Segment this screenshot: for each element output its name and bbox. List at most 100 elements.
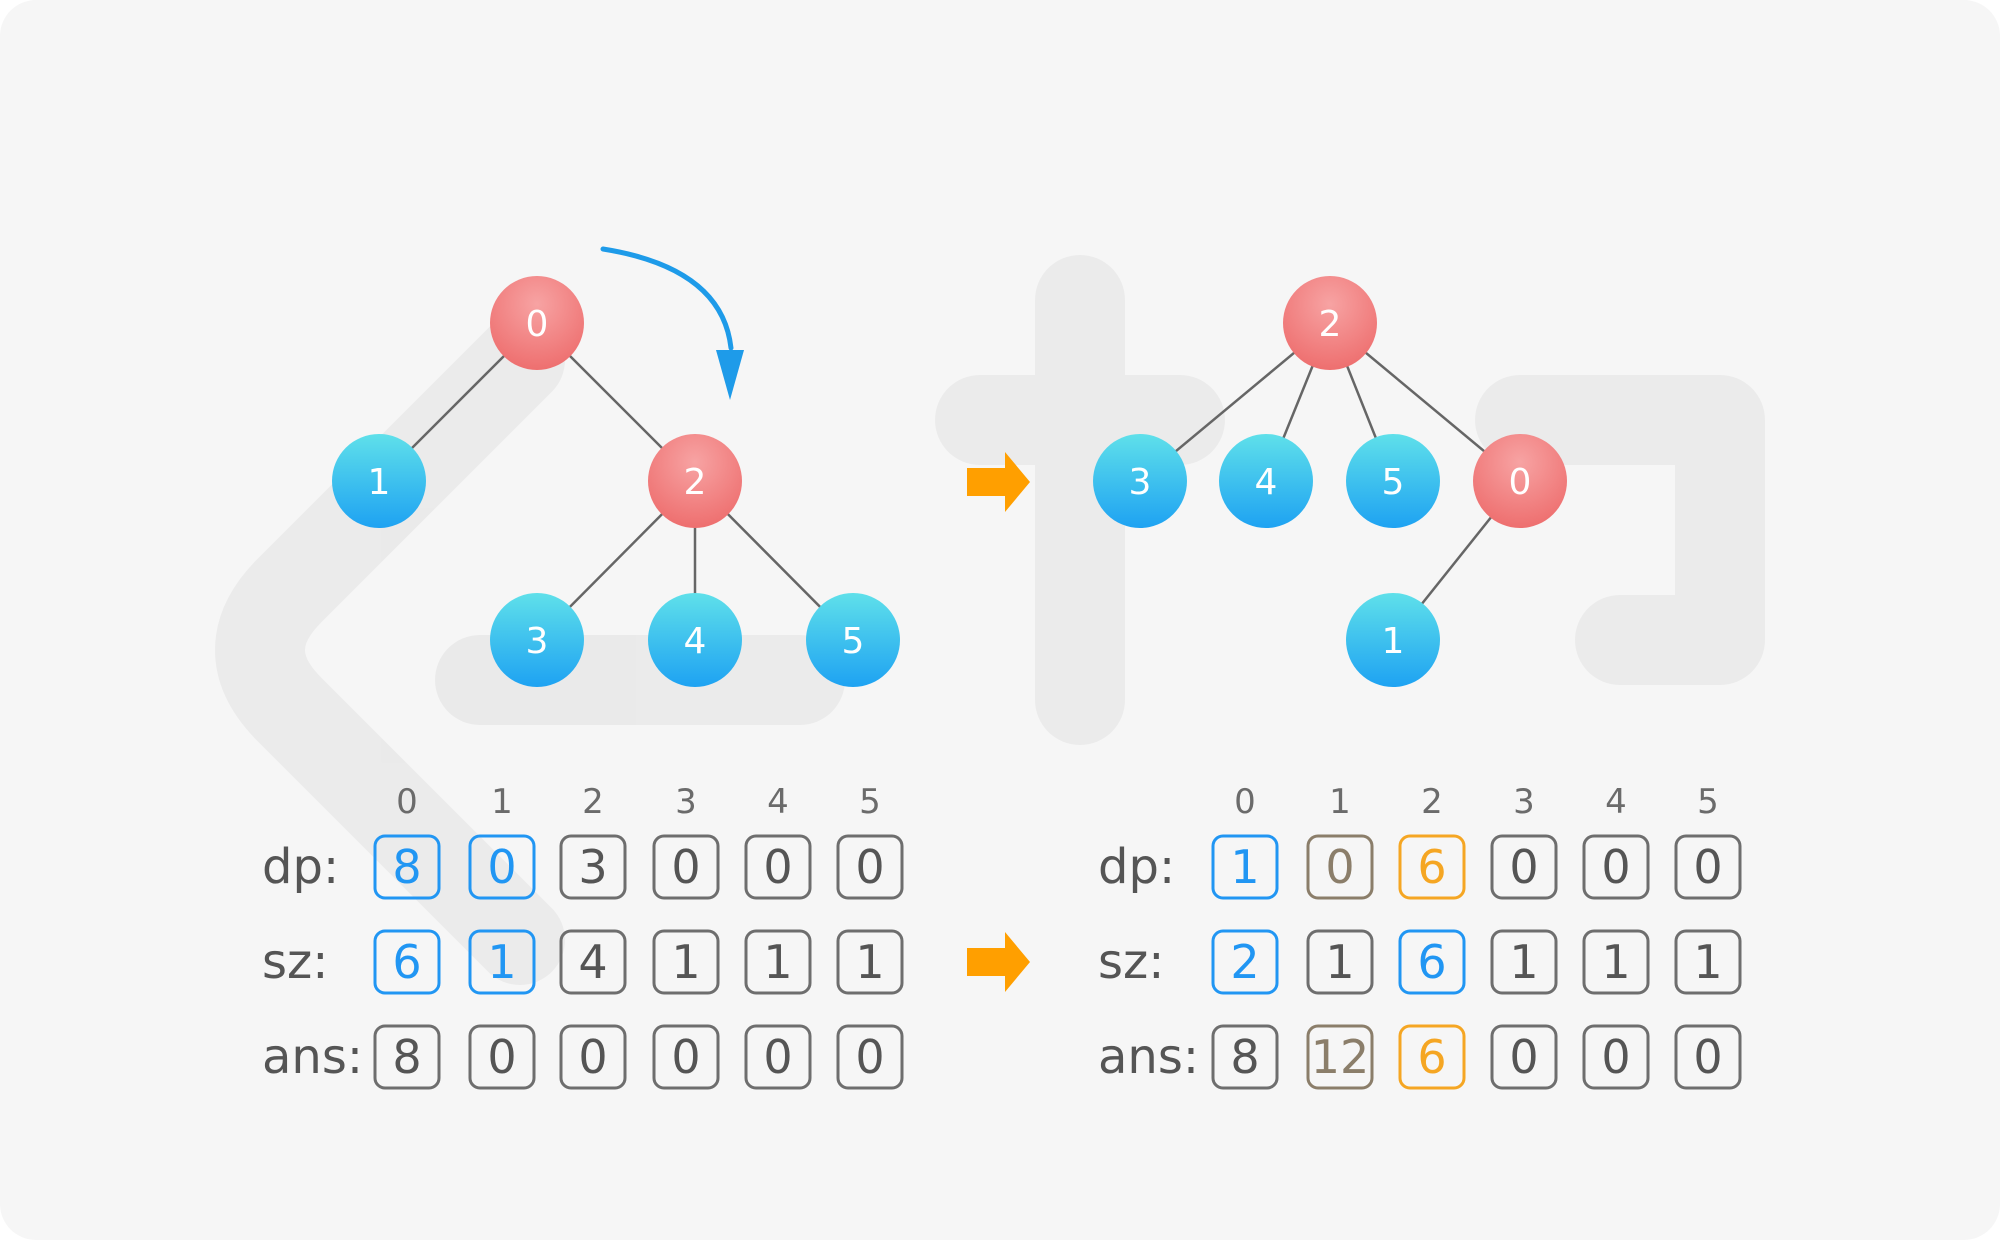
- table-cell: 1: [1582, 929, 1650, 995]
- cell-value: 8: [1230, 1030, 1259, 1084]
- node-circle: [1093, 434, 1187, 528]
- cell-value: 0: [1325, 840, 1354, 894]
- cell-border: [836, 1024, 904, 1090]
- row-label: ans:: [262, 1029, 363, 1085]
- table-cell: 0: [1490, 1024, 1558, 1090]
- cell-border: [1211, 834, 1279, 900]
- column-index-label: 0: [1234, 782, 1256, 822]
- row-label: dp:: [1098, 839, 1175, 895]
- right-tree-node-2: 2: [1283, 276, 1377, 370]
- cell-border: [1490, 1024, 1558, 1090]
- cell-value: 6: [1417, 935, 1446, 989]
- cell-value: 1: [1601, 935, 1630, 989]
- arrow-right-icon: [967, 932, 1030, 992]
- table-cell: 8: [1211, 1024, 1279, 1090]
- cell-value: 3: [578, 840, 607, 894]
- column-index-label: 5: [859, 782, 881, 822]
- table-cell: 8: [373, 834, 441, 900]
- table-cell: 1: [744, 929, 812, 995]
- row-label: sz:: [1098, 934, 1164, 990]
- cell-value: 2: [1230, 935, 1259, 989]
- table-cell: 0: [744, 1024, 812, 1090]
- column-index-label: 0: [396, 782, 418, 822]
- cell-value: 1: [1325, 935, 1354, 989]
- left-tree-node-5: 5: [806, 593, 900, 687]
- cell-value: 0: [1693, 1030, 1722, 1084]
- column-index-label: 1: [1329, 782, 1351, 822]
- cell-border: [744, 834, 812, 900]
- row-label: ans:: [1098, 1029, 1199, 1085]
- node-circle: [806, 593, 900, 687]
- cell-value: 0: [855, 840, 884, 894]
- node-circle: [1346, 593, 1440, 687]
- cell-border: [1582, 834, 1650, 900]
- cell-value: 0: [855, 1030, 884, 1084]
- cell-border: [652, 834, 720, 900]
- table-cell: 0: [1582, 1024, 1650, 1090]
- table-cell: 0: [1582, 834, 1650, 900]
- node-label: 4: [684, 621, 707, 662]
- node-circle: [648, 434, 742, 528]
- node-label: 2: [1319, 304, 1342, 345]
- table-cell: 1: [468, 929, 536, 995]
- cell-value: 0: [1601, 840, 1630, 894]
- table-cell: 0: [744, 834, 812, 900]
- table-cell: 0: [1490, 834, 1558, 900]
- table-cell: 1: [1306, 929, 1374, 995]
- left-tree-node-3: 3: [490, 593, 584, 687]
- cell-value: 6: [392, 935, 421, 989]
- right-tree-node-1: 1: [1346, 593, 1440, 687]
- column-index-label: 4: [767, 782, 789, 822]
- cell-border: [559, 929, 627, 995]
- cell-border: [1211, 1024, 1279, 1090]
- cell-border: [1398, 929, 1466, 995]
- table-cell: 0: [468, 1024, 536, 1090]
- table-cell: 1: [836, 929, 904, 995]
- table-cell: 0: [652, 1024, 720, 1090]
- cell-value: 0: [763, 1030, 792, 1084]
- cell-border: [1306, 929, 1374, 995]
- cell-value: 1: [763, 935, 792, 989]
- cell-border: [559, 1024, 627, 1090]
- column-index-label: 2: [1421, 782, 1443, 822]
- right-tree-node-0: 0: [1473, 434, 1567, 528]
- column-index-label: 1: [491, 782, 513, 822]
- cell-border: [468, 1024, 536, 1090]
- table-cell: 0: [836, 1024, 904, 1090]
- node-label: 1: [368, 462, 391, 503]
- cell-border: [1674, 1024, 1742, 1090]
- column-index-label: 4: [1605, 782, 1627, 822]
- cell-value: 1: [1230, 840, 1259, 894]
- table-cell: 6: [373, 929, 441, 995]
- table-cell: 4: [559, 929, 627, 995]
- node-label: 4: [1255, 462, 1278, 503]
- table-cell: 8: [373, 1024, 441, 1090]
- node-circle: [1283, 276, 1377, 370]
- cell-border: [652, 929, 720, 995]
- cell-border: [1490, 834, 1558, 900]
- cell-border: [1582, 1024, 1650, 1090]
- node-circle: [1346, 434, 1440, 528]
- node-circle: [332, 434, 426, 528]
- table-cell: 12: [1306, 1024, 1374, 1090]
- node-label: 0: [526, 304, 549, 345]
- node-circle: [490, 593, 584, 687]
- table-cell: 1: [1211, 834, 1279, 900]
- table-cell: 1: [1674, 929, 1742, 995]
- cell-border: [1306, 1024, 1374, 1090]
- column-index-label: 5: [1697, 782, 1719, 822]
- cell-border: [373, 834, 441, 900]
- node-label: 1: [1382, 621, 1405, 662]
- table-cell: 6: [1398, 1024, 1466, 1090]
- cell-border: [836, 834, 904, 900]
- node-circle: [1473, 434, 1567, 528]
- cell-value: 6: [1417, 1030, 1446, 1084]
- left-tree-node-2: 2: [648, 434, 742, 528]
- cell-value: 0: [1693, 840, 1722, 894]
- table-cell: 2: [1211, 929, 1279, 995]
- right-tree-node-4: 4: [1219, 434, 1313, 528]
- table-cell: 1: [1490, 929, 1558, 995]
- table-cell: 0: [1674, 1024, 1742, 1090]
